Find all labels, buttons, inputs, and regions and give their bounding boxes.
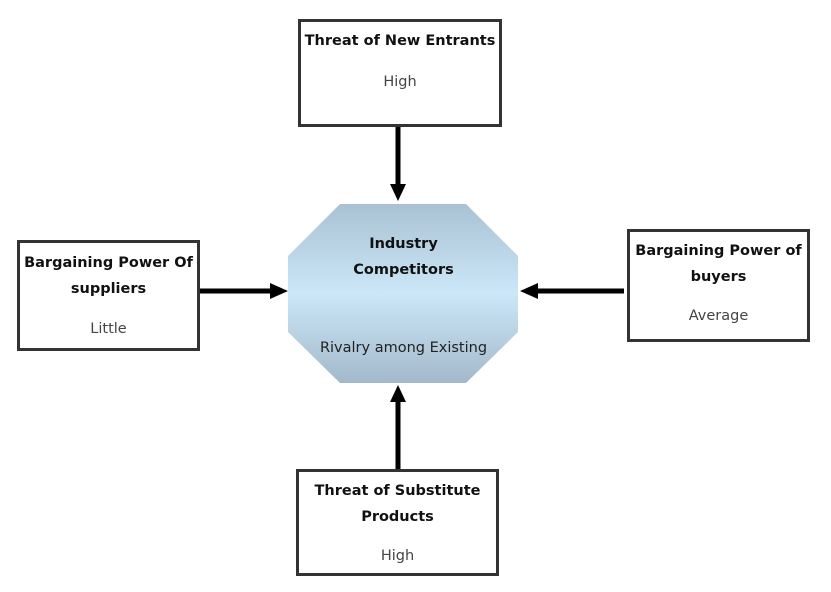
force-title-line2: suppliers	[70, 281, 147, 297]
arrow-new-entrants	[390, 126, 406, 201]
force-title: Bargaining Power Of suppliers	[20, 250, 197, 302]
arrow-substitutes	[390, 385, 406, 469]
buyer-power-box: Bargaining Power of buyers Average	[627, 229, 810, 342]
arrow-buyers	[520, 283, 624, 299]
arrow-suppliers	[199, 283, 288, 299]
force-value: High	[380, 548, 415, 564]
industry-competitors-octagon	[288, 204, 518, 383]
force-title: Threat of New Entrants	[304, 33, 496, 49]
force-title-line1: Threat of Substitute	[314, 483, 481, 499]
force-title: Bargaining Power of buyers	[630, 238, 807, 290]
force-value: High	[383, 74, 417, 90]
center-title-line2: Competitors	[353, 262, 454, 278]
threat-substitutes-box: Threat of Substitute Products High	[296, 469, 499, 576]
force-value: Average	[688, 308, 749, 324]
rivalry-subtitle: Rivalry among Existing	[319, 340, 488, 356]
center-title-line1: Industry	[369, 236, 438, 252]
threat-new-entrants-box: Threat of New Entrants High	[298, 19, 502, 127]
force-title-line2: Products	[361, 509, 434, 525]
force-value: Little	[90, 321, 127, 337]
industry-competitors-title: Industry Competitors	[288, 231, 519, 283]
force-title: Threat of Substitute Products	[299, 478, 496, 530]
force-title-line1: Bargaining Power Of	[24, 255, 193, 271]
force-title-line1: Bargaining Power of	[635, 243, 802, 259]
supplier-power-box: Bargaining Power Of suppliers Little	[17, 240, 200, 351]
force-title-line2: buyers	[690, 269, 747, 285]
